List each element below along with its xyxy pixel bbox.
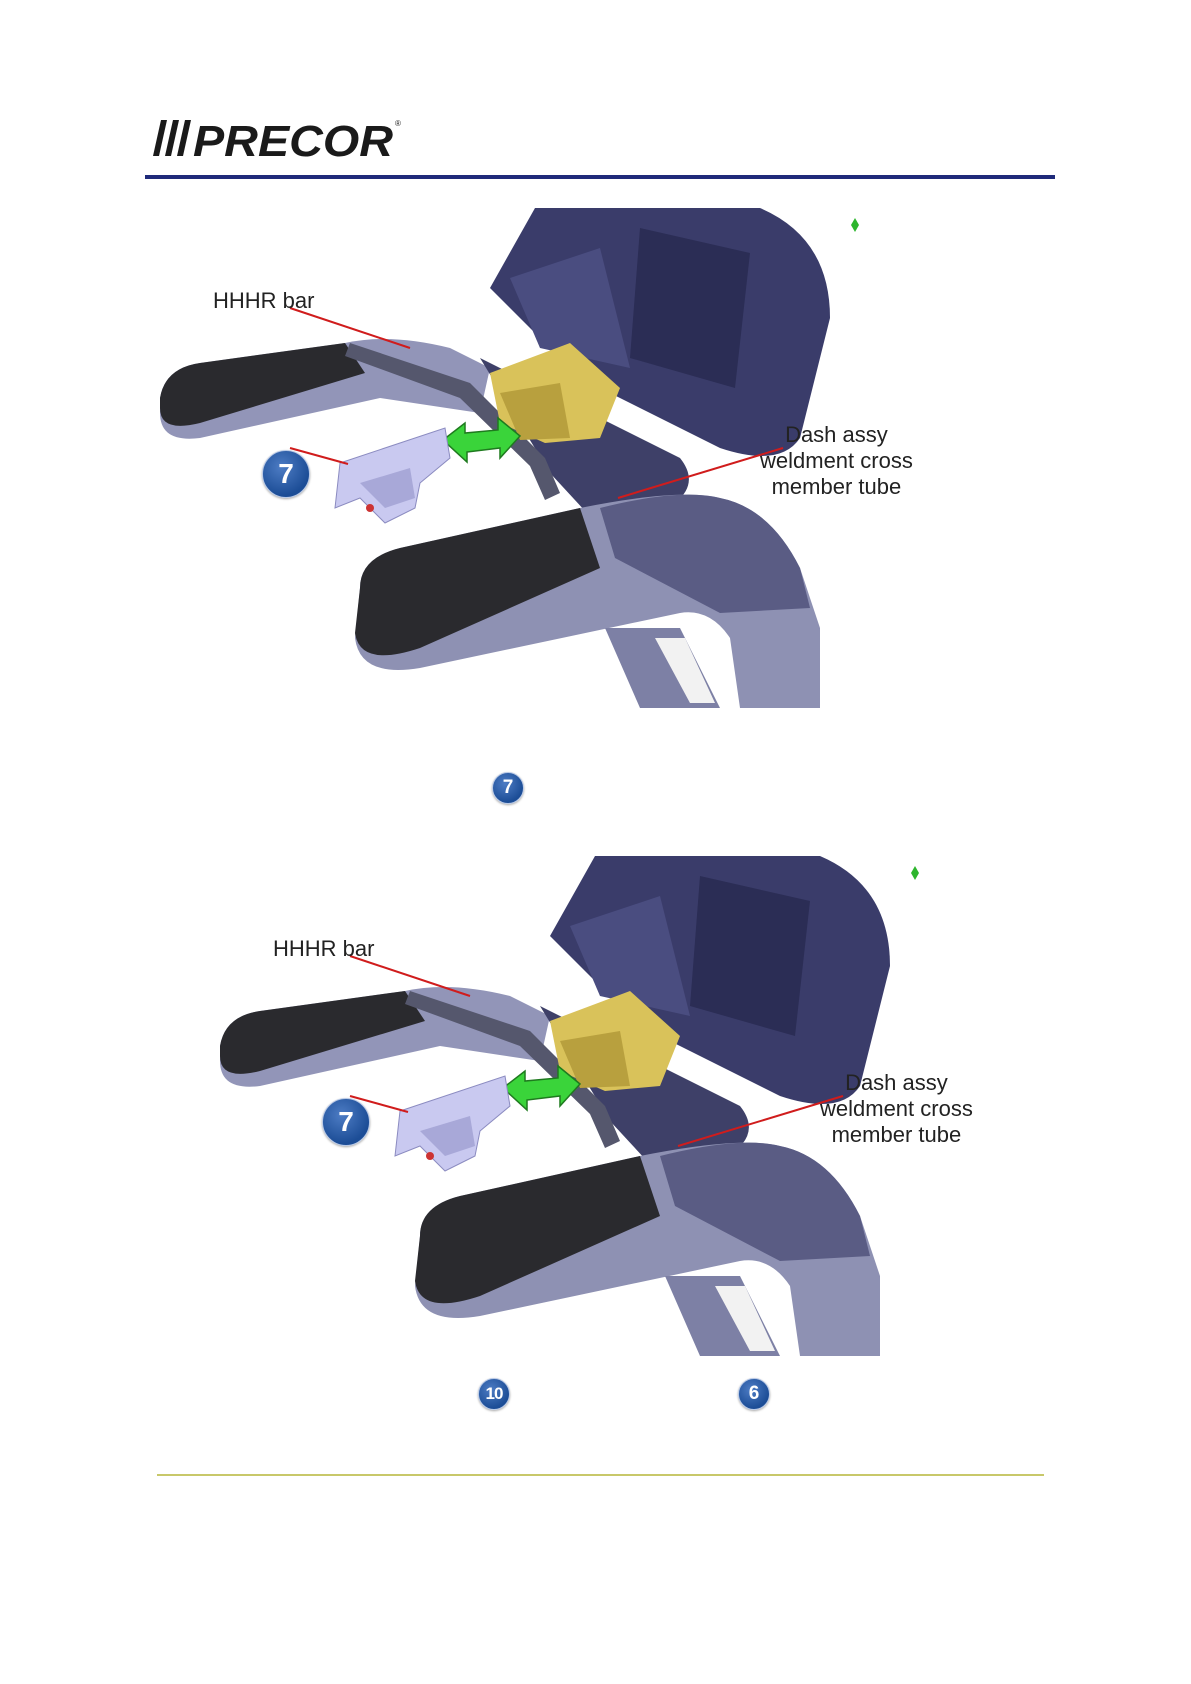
svg-text:®: ®	[395, 119, 401, 128]
dash-assy-label-line3: member tube	[760, 474, 913, 500]
hhhr-bar-label: HHHR bar	[273, 936, 374, 962]
hhhr-bar-label: HHHR bar	[213, 288, 314, 314]
precor-logo: PRECOR ®	[147, 112, 407, 162]
dash-assy-label-line2: weldment cross	[760, 448, 913, 474]
dash-assy-label-line1: Dash assy	[760, 422, 913, 448]
figure-1: HHHR bar Dash assy weldment cross member…	[160, 208, 880, 708]
footer-divider	[157, 1474, 1044, 1476]
header-divider	[145, 175, 1055, 179]
inline-badge-10: 10	[478, 1378, 510, 1410]
callout-badge-7: 7	[262, 450, 310, 498]
dash-assy-label-line3: member tube	[820, 1122, 973, 1148]
inline-badge-7: 7	[492, 772, 524, 804]
dash-assy-label-line1: Dash assy	[820, 1070, 973, 1096]
figure-2: HHHR bar Dash assy weldment cross member…	[220, 856, 940, 1356]
dash-assy-label: Dash assy weldment cross member tube	[760, 422, 913, 500]
dash-assy-label-line2: weldment cross	[820, 1096, 973, 1122]
svg-text:PRECOR: PRECOR	[193, 117, 393, 162]
callout-badge-7: 7	[322, 1098, 370, 1146]
inline-badge-6: 6	[738, 1378, 770, 1410]
dash-assy-label: Dash assy weldment cross member tube	[820, 1070, 973, 1148]
